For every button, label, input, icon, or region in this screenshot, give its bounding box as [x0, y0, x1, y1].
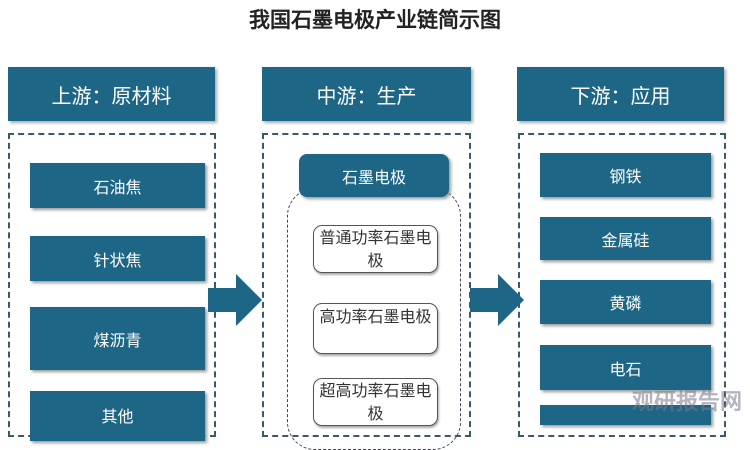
upstream-item: 其他 [30, 391, 205, 441]
page-title: 我国石墨电极产业链简示图 [249, 7, 501, 32]
arrow-right-icon [470, 274, 524, 326]
electrode-type: 超高功率石墨电极 [313, 378, 438, 426]
upstream-header: 上游：原材料 [8, 67, 215, 121]
downstream-item: 金属硅 [540, 217, 711, 260]
upstream-item: 针状焦 [30, 236, 205, 281]
downstream-header: 下游：应用 [517, 67, 724, 121]
electrode-type: 高功率石墨电极 [313, 303, 438, 354]
graphite-electrode-box: 石墨电极 [299, 154, 449, 197]
downstream-item: 钢铁 [540, 153, 711, 197]
downstream-item: 电石 [540, 345, 711, 390]
electrode-type: 普通功率石墨电极 [313, 225, 438, 273]
downstream-item: 黄磷 [540, 280, 711, 324]
midstream-header: 中游：生产 [262, 67, 471, 121]
upstream-item: 石油焦 [30, 163, 205, 208]
upstream-item: 煤沥青 [30, 307, 205, 370]
watermark: 观研报告网 [631, 390, 742, 415]
arrow-right-icon [208, 274, 262, 326]
